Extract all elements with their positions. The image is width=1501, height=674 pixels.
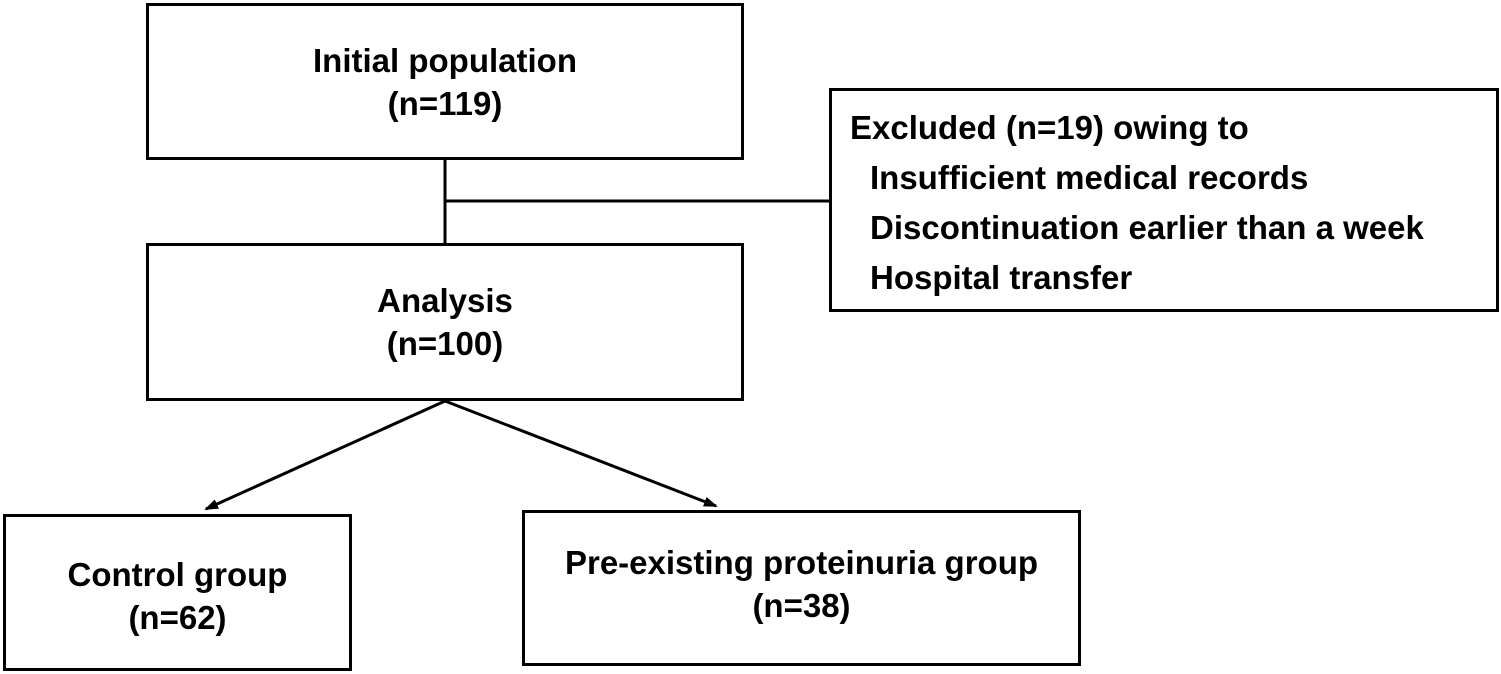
preexisting-proteinuria-title: Pre-existing proteinuria group — [564, 544, 1039, 581]
analysis-count: (n=100) — [386, 325, 504, 362]
control-group-box: Control group (n=62) — [3, 514, 352, 671]
excluded-title: Excluded (n=19) owing to — [850, 109, 1249, 146]
control-group-title: Control group — [67, 555, 288, 593]
initial-population-box: Initial population (n=119) — [146, 3, 744, 160]
excluded-reason: Insufficient medical records — [870, 159, 1309, 196]
excluded-box: Excluded (n=19) owing to Insufficient me… — [829, 88, 1499, 312]
analysis-title: Analysis — [377, 282, 513, 319]
control-group-count: (n=62) — [128, 598, 227, 636]
excluded-reason: Discontinuation earlier than a week — [870, 209, 1424, 246]
initial-population-count: (n=119) — [387, 84, 503, 122]
preexisting-proteinuria-count: (n=38) — [752, 587, 851, 624]
excluded-reason: Hospital transfer — [870, 259, 1133, 296]
initial-population-title: Initial population — [313, 41, 577, 79]
preexisting-proteinuria-box: Pre-existing proteinuria group (n=38) — [522, 510, 1081, 666]
analysis-box: Analysis (n=100) — [146, 243, 744, 401]
arrow-to-preexisting — [444, 399, 718, 508]
arrow-to-control — [204, 399, 446, 511]
